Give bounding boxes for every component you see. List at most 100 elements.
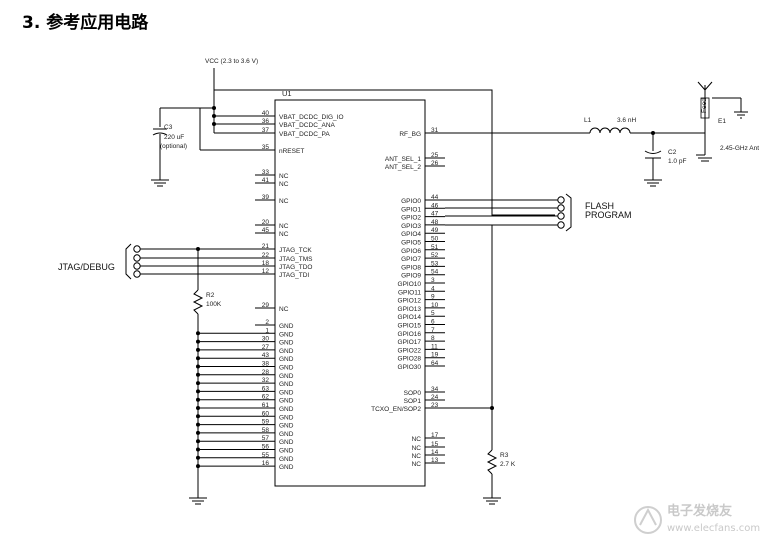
pin-19-num: 19	[431, 352, 439, 359]
pin-29-num: 29	[262, 302, 270, 309]
flash-connector-pin	[557, 221, 565, 229]
svg-text:1.0 pF: 1.0 pF	[668, 158, 686, 165]
pin-45-num: 45	[262, 227, 270, 234]
pin-26-num: 26	[431, 160, 439, 167]
pin-36-num: 36	[262, 118, 270, 125]
pin-51-label: GPIO6	[401, 248, 421, 255]
pin-46-num: 46	[431, 202, 439, 209]
chip-ref: U1	[282, 89, 292, 98]
svg-text:C3: C3	[164, 124, 173, 131]
pin-43-label: GND	[279, 356, 294, 363]
pin-12-label: JTAG_TDI	[279, 272, 309, 279]
pin-14-label: NC	[412, 453, 422, 460]
watermark: 电子发烧友 www.elecfans.com	[634, 503, 760, 534]
pin-63-num: 63	[262, 385, 270, 392]
pin-28-num: 28	[262, 369, 270, 376]
svg-text:2.45-GHz Ant: 2.45-GHz Ant	[720, 145, 759, 152]
pin-20-label: NC	[279, 223, 289, 230]
pin-50-num: 50	[431, 236, 439, 243]
pin-60-num: 60	[262, 410, 270, 417]
capacitor-c2	[644, 150, 662, 187]
pin-35-num: 35	[262, 144, 270, 151]
pin-30-label: GND	[279, 340, 294, 347]
pin-31-label: RF_BG	[399, 131, 421, 138]
svg-text:E1: E1	[718, 118, 726, 125]
svg-text:L1: L1	[584, 117, 592, 124]
pin-53-num: 53	[431, 260, 439, 267]
pin-32-label: GND	[279, 381, 294, 388]
pin-63-label: GND	[279, 389, 294, 396]
page-heading: 3. 参考应用电路	[22, 13, 149, 33]
left-pins: 40VBAT_DCDC_DIG_IO36VBAT_DCDC_ANA37VBAT_…	[196, 110, 344, 471]
pin-10-label: GPIO13	[398, 306, 422, 313]
vcc-wire	[213, 68, 555, 216]
flash-connector-pin	[557, 212, 565, 220]
pin-24-label: SOP1	[404, 398, 422, 405]
pin-33-num: 33	[262, 169, 270, 176]
pin-57-label: GND	[279, 439, 294, 446]
pin-33-label: NC	[279, 173, 289, 180]
pin-25-num: 25	[431, 152, 439, 159]
pin-11-label: GPIO22	[398, 347, 422, 354]
jtag-connector-pin	[133, 270, 141, 278]
pin-13-label: NC	[412, 461, 422, 468]
pin-62-label: GND	[279, 398, 294, 405]
pin-18-label: JTAG_TDO	[279, 264, 312, 271]
svg-text:2.7 K: 2.7 K	[500, 461, 516, 468]
pin-12-num: 12	[262, 268, 270, 275]
svg-text:电子发烧友: 电子发烧友	[667, 503, 732, 519]
pin-45-label: NC	[279, 231, 289, 238]
pin-1-num: 1	[265, 327, 269, 334]
pin-59-label: GND	[279, 423, 294, 430]
pin-30-num: 30	[262, 336, 270, 343]
pin-37-num: 37	[262, 127, 270, 134]
pin-27-label: GND	[279, 348, 294, 355]
pin-38-num: 38	[262, 361, 270, 368]
pin-32-num: 32	[262, 377, 270, 384]
pin-56-num: 56	[262, 444, 270, 451]
pin-58-num: 58	[262, 427, 270, 434]
pin-43-num: 43	[262, 352, 270, 359]
pin-17-label: NC	[412, 436, 422, 443]
capacitor-c3	[151, 128, 169, 187]
jtag-connector-pin	[133, 254, 141, 262]
pin-4-label: GPIO11	[398, 289, 421, 296]
pin-34-label: SOP0	[404, 390, 422, 397]
pin-15-num: 15	[431, 441, 439, 448]
pin-31-num: 31	[431, 127, 439, 134]
pin-52-num: 52	[431, 252, 439, 259]
pin-56-label: GND	[279, 448, 294, 455]
pin-36-label: VBAT_DCDC_ANA	[279, 122, 336, 129]
antenna-e1	[696, 81, 748, 162]
inductor-l1	[589, 127, 631, 134]
pin-10-num: 10	[431, 302, 439, 309]
pin-39-num: 39	[262, 194, 270, 201]
svg-text:R3: R3	[500, 452, 509, 459]
pin-44-label: GPIO0	[401, 198, 421, 205]
right-pins: 31RF_BG25ANT_SEL_126ANT_SEL_244GPIO046GP…	[371, 127, 445, 468]
jtag-connector-pin	[133, 262, 141, 270]
flash-connector-pin	[557, 196, 565, 204]
pin-64-label: GPIO30	[398, 364, 422, 371]
pin-2-label: GND	[279, 323, 294, 330]
flash-program-connector	[445, 193, 572, 232]
pin-1-label: GND	[279, 331, 294, 338]
pin-44-num: 44	[431, 194, 439, 201]
pin-16-num: 16	[262, 460, 270, 467]
svg-text:www.elecfans.com: www.elecfans.com	[667, 523, 760, 534]
pin-9-num: 9	[431, 294, 435, 301]
pin-59-num: 59	[262, 419, 270, 426]
pin-47-label: GPIO2	[401, 215, 421, 222]
jtag-connector	[125, 243, 255, 280]
pin-23-num: 23	[431, 402, 439, 409]
pin-28-label: GND	[279, 373, 294, 380]
svg-text:C2: C2	[668, 149, 677, 156]
pin-35-label: nRESET	[279, 148, 304, 155]
pin-62-num: 62	[262, 394, 270, 401]
ground-symbol-right	[483, 497, 501, 505]
pin-25-label: ANT_SEL_1	[385, 156, 422, 163]
pin-20-num: 20	[262, 219, 270, 226]
svg-text:100K: 100K	[206, 301, 222, 308]
pin-37-label: VBAT_DCDC_PA	[279, 131, 330, 138]
